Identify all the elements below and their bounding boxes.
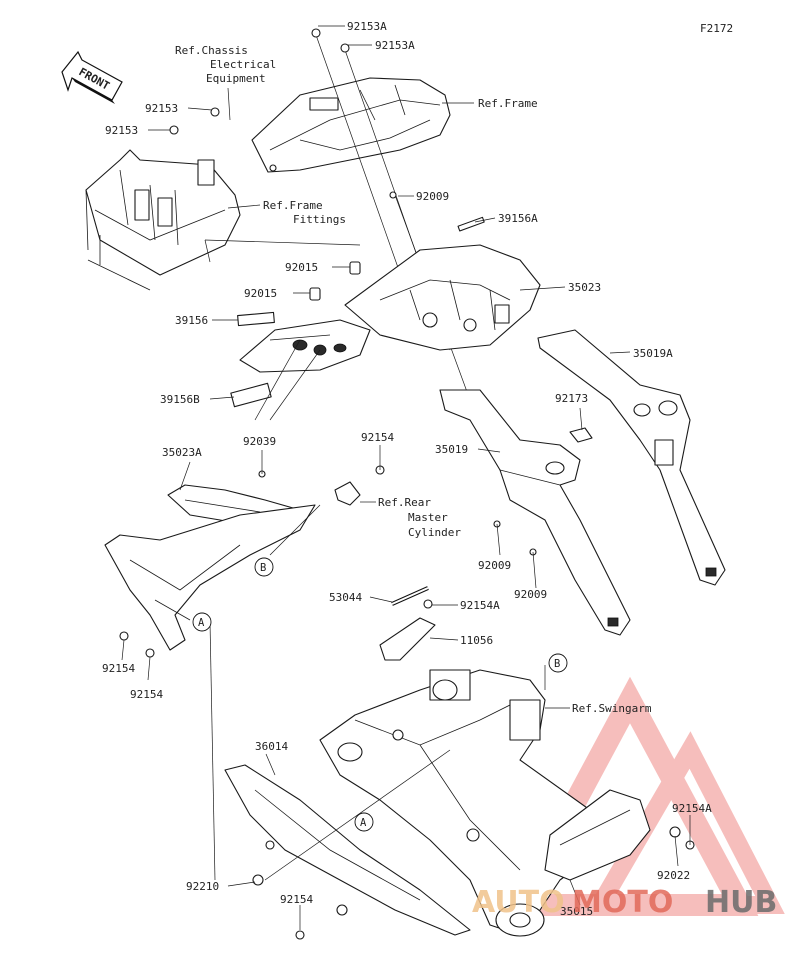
part-label: 92154: [130, 688, 163, 701]
part-label: 92154: [361, 431, 394, 444]
tray-35023-part: [344, 244, 541, 351]
part-label: 36014: [255, 740, 288, 753]
svg-text:B: B: [260, 562, 266, 574]
frame-fittings-part: [85, 149, 241, 291]
svg-text:Cylinder: Cylinder: [408, 526, 461, 539]
pad-39156-part: [237, 311, 275, 327]
part-label: 92015: [244, 287, 277, 300]
ref-frame-fittings-label: Ref.Frame Fittings: [263, 199, 346, 226]
part-label: 39156A: [498, 212, 538, 225]
part-label: 92039: [243, 435, 276, 448]
part-label: 39156: [175, 314, 208, 327]
part-label: 92009: [416, 190, 449, 203]
front-arrow-icon: FRONT: [61, 50, 123, 104]
swingarm-part: [319, 669, 601, 937]
leader-lines: [121, 25, 691, 930]
part-label: 39156B: [160, 393, 200, 406]
chain-guard-36014-part: [224, 764, 471, 936]
svg-text:B: B: [554, 658, 560, 670]
part-label: 35023: [568, 281, 601, 294]
cover-35015-part: [544, 789, 651, 881]
ref-swingarm-label: Ref.Swingarm: [572, 702, 652, 715]
bracket-35019a-part: [537, 329, 726, 586]
callout-a-1: A: [192, 612, 212, 632]
rear-master-bracket: [334, 481, 361, 506]
pad-39156b-part: [230, 382, 272, 408]
svg-text:Electrical: Electrical: [210, 58, 276, 71]
lower-cowl-part: [239, 319, 371, 373]
part-label: 11056: [460, 634, 493, 647]
svg-text:AUTO: AUTO: [472, 885, 565, 920]
part-label: 92210: [186, 880, 219, 893]
bracket-35019-part: [439, 389, 631, 636]
svg-text:Ref.Frame: Ref.Frame: [263, 199, 323, 212]
part-label: 92153: [145, 102, 178, 115]
ref-frame-label: Ref.Frame: [478, 97, 538, 110]
part-label: 92173: [555, 392, 588, 405]
callout-b-1: B: [254, 557, 274, 577]
svg-text:HUB: HUB: [705, 885, 777, 920]
part-label: 53044: [329, 591, 362, 604]
svg-text:A: A: [360, 817, 367, 829]
svg-text:Fittings: Fittings: [293, 213, 346, 226]
part-label: 92015: [285, 261, 318, 274]
watermark-text: AUTO MOTO HUB: [472, 885, 777, 920]
bush-92015-2: [309, 287, 321, 301]
ref-chassis-electrical-label: Ref.Chassis Electrical Equipment: [175, 44, 276, 85]
part-label: 92009: [478, 559, 511, 572]
part-label: 35019A: [633, 347, 673, 360]
strip-39156a: [457, 216, 485, 232]
part-label: 35023A: [162, 446, 202, 459]
clip-92173: [569, 427, 593, 443]
bush-92015-1: [349, 261, 361, 275]
callout-b-2: B: [548, 653, 568, 673]
part-label: 92154: [102, 662, 135, 675]
callout-a-2: A: [354, 812, 374, 832]
bracket-11056-part: [379, 617, 436, 661]
left-panel-part: [104, 504, 316, 651]
svg-text:Ref.Chassis: Ref.Chassis: [175, 44, 248, 57]
part-label: 35019: [435, 443, 468, 456]
part-label: 92154: [280, 893, 313, 906]
svg-text:MOTO: MOTO: [572, 885, 673, 920]
svg-text:A: A: [198, 617, 205, 629]
part-label: 92154A: [460, 599, 500, 612]
svg-text:Ref.Rear: Ref.Rear: [378, 496, 431, 509]
part-label: 92153A: [347, 20, 387, 33]
diagram-code: F2172: [700, 22, 733, 35]
ref-rear-master-label: Ref.Rear Master Cylinder: [378, 496, 461, 539]
part-label: 92022: [657, 869, 690, 882]
frame-part: [251, 77, 451, 173]
part-label: 92009: [514, 588, 547, 601]
svg-text:Master: Master: [408, 511, 448, 524]
part-label: 35015: [560, 905, 593, 918]
part-label: 92154A: [672, 802, 712, 815]
svg-text:Equipment: Equipment: [206, 72, 266, 85]
part-label: 92153: [105, 124, 138, 137]
part-label: 92153A: [375, 39, 415, 52]
